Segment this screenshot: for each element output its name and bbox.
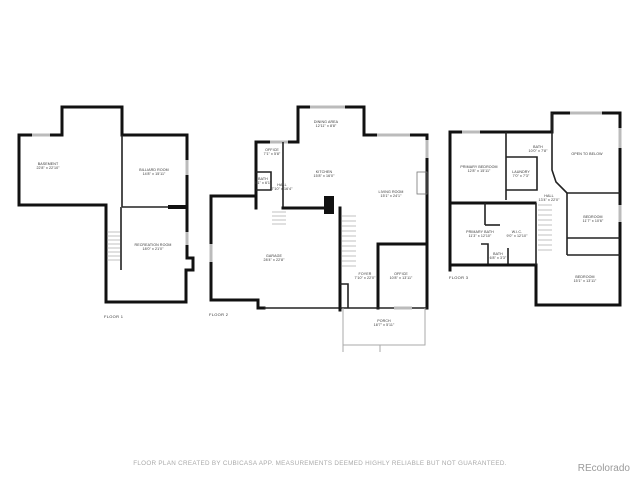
disclaimer-text: FLOOR PLAN CREATED BY CUBICASA APP. MEAS… — [133, 460, 507, 467]
room-label-walk-in-closet: W.I.C.9'0" x 12'10" — [506, 230, 528, 239]
floor-2-label: FLOOR 2 — [209, 312, 229, 317]
floor-2-plan — [209, 105, 429, 352]
floor-1-label: FLOOR 1 — [104, 314, 124, 319]
floor-3-label: FLOOR 3 — [449, 275, 469, 280]
floor-1-plan — [17, 105, 195, 304]
floor-3-plan — [448, 111, 622, 307]
brand-logo: REcolorado — [577, 463, 630, 474]
room-label-open-to-below: OPEN TO BELOW — [571, 152, 603, 156]
